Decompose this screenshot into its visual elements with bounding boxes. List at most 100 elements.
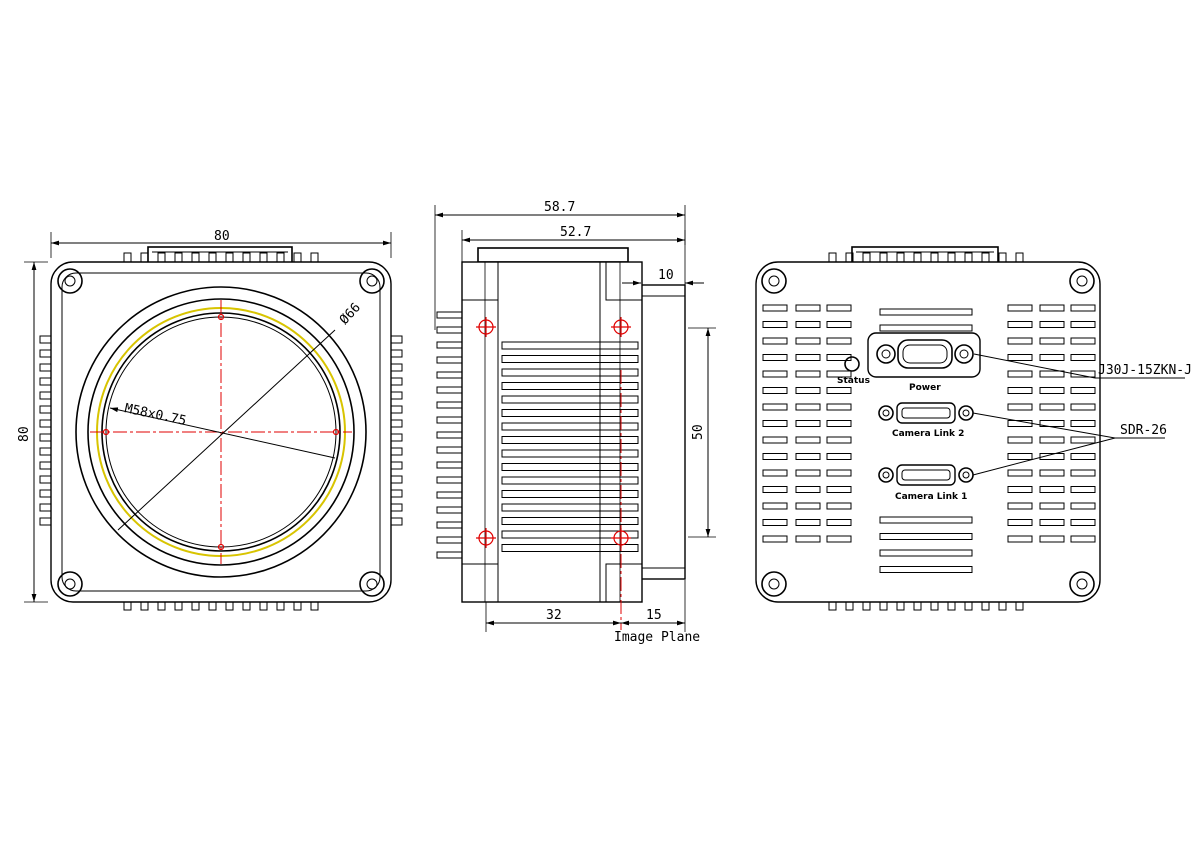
fin: [436, 551, 464, 559]
vent-slot: [795, 519, 821, 526]
vent-slot: [1007, 403, 1033, 411]
hole-icon: [476, 528, 496, 548]
vent-slot: [1007, 469, 1033, 477]
rear-view: Power Status Camera Link 2 Camera Link 1…: [755, 246, 1192, 611]
vent-slot: [1070, 469, 1096, 477]
camera-link-1-label: Camera Link 1: [895, 492, 967, 502]
vent-slot: [1039, 354, 1065, 361]
vent-slot: [826, 453, 852, 460]
vent-slot: [1039, 486, 1065, 493]
screw-icon: [1069, 268, 1095, 294]
slot: [501, 503, 639, 512]
vent-slot: [1007, 321, 1033, 328]
image-plane-dist-dim: 15: [646, 608, 662, 623]
body-length-dim: 52.7: [560, 225, 591, 240]
vent-slot: [1070, 519, 1096, 526]
hole-icon: [611, 317, 631, 337]
camera-link-2-label: Camera Link 2: [892, 429, 964, 439]
vent-slot: [795, 420, 821, 427]
vent-slot: [762, 453, 788, 460]
vent-slot: [826, 535, 852, 543]
vent-slot: [795, 486, 821, 493]
vent-slot: [879, 516, 973, 524]
vent-slot: [762, 403, 788, 411]
slot: [501, 544, 639, 552]
power-label: Power: [909, 383, 941, 393]
vent-slot: [1070, 304, 1096, 312]
fin: [436, 326, 464, 334]
screw-icon: [57, 571, 83, 597]
vent-slot: [1039, 387, 1065, 394]
vent-slot: [1007, 337, 1033, 345]
vent-slot: [826, 370, 852, 378]
vent-slot: [762, 420, 788, 427]
vent-slot: [879, 308, 973, 316]
camera-link-connector-label: SDR-26: [1120, 423, 1167, 438]
vent-slot: [762, 387, 788, 394]
power-connector-label: J30J-15ZKN-J: [1098, 363, 1192, 378]
vent-slot: [1070, 436, 1096, 444]
vent-slot: [1007, 453, 1033, 460]
vent-slot: [795, 321, 821, 328]
slot: [501, 476, 639, 485]
vent-slot: [1007, 370, 1033, 378]
screw-icon: [57, 268, 83, 294]
slot: [501, 490, 639, 498]
vent-slot: [879, 324, 973, 332]
screw-icon: [1069, 571, 1095, 597]
screw-icon: [761, 571, 787, 597]
height-dim: 80: [17, 426, 32, 442]
slot: [501, 395, 639, 404]
vent-slot: [1070, 387, 1096, 394]
vent-slot: [762, 321, 788, 328]
vent-slot: [762, 337, 788, 345]
screw-icon: [761, 268, 787, 294]
vent-slot: [826, 403, 852, 411]
fin: [436, 371, 464, 379]
vent-slot: [1007, 486, 1033, 493]
vent-slot: [826, 321, 852, 328]
vent-slot: [1070, 321, 1096, 328]
vent-slot: [1039, 469, 1065, 477]
slot: [501, 436, 639, 444]
vent-slot: [795, 370, 821, 378]
vent-slot: [1039, 453, 1065, 460]
vent-slot: [1039, 321, 1065, 328]
slot: [501, 368, 639, 377]
vent-slot: [1070, 337, 1096, 345]
fin: [436, 491, 464, 499]
fin: [436, 461, 464, 469]
slot: [501, 463, 639, 471]
mount-height-dim: 50: [691, 424, 706, 440]
vent-slot: [1070, 502, 1096, 510]
vent-slot: [762, 304, 788, 312]
vent-slot: [1007, 502, 1033, 510]
slot: [501, 517, 639, 525]
hole-offset-dim: 32: [546, 608, 562, 623]
vent-slot: [826, 469, 852, 477]
vent-slot: [1039, 535, 1065, 543]
power-connector: [867, 332, 981, 378]
fin: [436, 536, 464, 544]
fin: [436, 521, 464, 529]
overall-length-dim: 58.7: [544, 200, 575, 215]
slot: [501, 422, 639, 431]
screw-icon: [359, 571, 385, 597]
vent-slot: [762, 469, 788, 477]
mount-depth-dim: 10: [658, 268, 674, 283]
side-view: 58.7 52.7 10 50 32 15 Image Plane: [434, 200, 716, 645]
fin: [436, 416, 464, 424]
front-view: Ø66 M58x0.75 80 80: [17, 229, 403, 611]
fin: [436, 401, 464, 409]
vent-slot: [826, 519, 852, 526]
width-dim: 80: [214, 229, 230, 244]
vent-slot: [1070, 370, 1096, 378]
slot: [501, 355, 639, 363]
fin: [436, 341, 464, 349]
vent-slot: [1039, 370, 1065, 378]
status-label: Status: [837, 376, 870, 386]
vent-slot: [1007, 535, 1033, 543]
vent-slot: [879, 533, 973, 540]
fin: [436, 386, 464, 394]
vent-slot: [795, 453, 821, 460]
